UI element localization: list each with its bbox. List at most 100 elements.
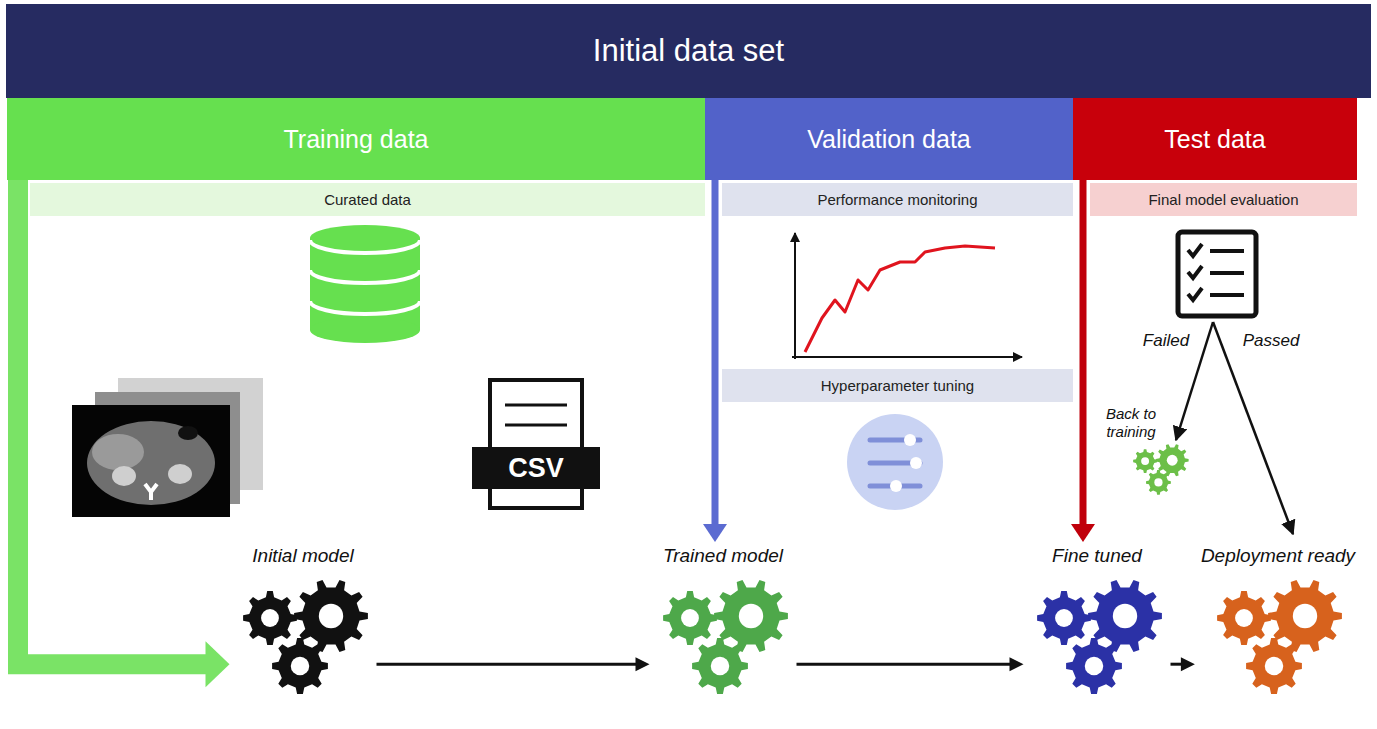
gear — [1037, 591, 1091, 645]
gear-hole — [1293, 604, 1317, 628]
gear-icon — [656, 578, 791, 698]
checklist-icon — [1178, 232, 1256, 316]
gear-hole — [1141, 457, 1149, 465]
outcome-label: Passed — [1243, 331, 1300, 351]
gear-hole — [318, 604, 342, 628]
arrow-head — [1010, 657, 1024, 671]
gear-teeth — [714, 580, 788, 652]
slider-knob — [910, 457, 922, 469]
document-line — [505, 404, 567, 407]
connector-line — [1080, 180, 1087, 525]
gear-hole — [681, 609, 699, 627]
gear — [1146, 470, 1171, 495]
model-label: Fine tuned — [1052, 545, 1142, 568]
gear-hole — [710, 657, 728, 675]
connector-arrow — [18, 180, 230, 687]
arrow-head — [703, 524, 727, 542]
check-mark — [1188, 288, 1202, 300]
chart-axis — [794, 233, 796, 359]
gear — [272, 638, 328, 694]
gear-teeth — [663, 591, 717, 645]
checklist-frame — [1178, 232, 1256, 316]
file-type-label: CSV — [508, 453, 564, 484]
connector-line — [797, 663, 1011, 666]
band-label: Curated data — [324, 191, 411, 209]
model-gears: Trained model — [653, 545, 794, 698]
split-header: Validation data — [705, 98, 1073, 180]
gear-hole — [1084, 657, 1102, 675]
checklist-line — [1210, 293, 1244, 297]
gear — [1156, 444, 1189, 476]
database-divider — [310, 301, 420, 314]
ct-organ — [112, 466, 136, 486]
gear-teeth — [294, 580, 368, 652]
ct-body — [87, 421, 215, 505]
gear — [1269, 580, 1343, 652]
checklist-line — [1210, 249, 1244, 253]
dataset-band: Initial data set — [6, 4, 1371, 98]
gear — [294, 580, 368, 652]
gear-icon — [1210, 578, 1345, 698]
gear-icon — [236, 578, 371, 698]
band-label: Training data — [284, 124, 429, 154]
gear-teeth — [243, 591, 297, 645]
sliders-icon — [847, 414, 943, 510]
connector-arrow — [703, 180, 727, 542]
gear-hole — [1055, 609, 1073, 627]
gear-teeth — [1269, 580, 1343, 652]
gear — [1218, 591, 1272, 645]
slider-knob — [904, 434, 916, 446]
database-bottom — [310, 317, 420, 343]
database-icon — [310, 225, 420, 343]
band-label: Initial data set — [593, 32, 784, 69]
gear — [663, 591, 717, 645]
connector-line — [377, 663, 637, 666]
checklist-line — [1210, 271, 1244, 275]
chart-curve — [805, 246, 995, 352]
connector-line — [1171, 663, 1182, 666]
model-label: Trained model — [663, 545, 783, 568]
database-rim — [310, 240, 420, 253]
arrow-head — [1071, 524, 1095, 542]
band-label: Performance monitoring — [817, 191, 977, 209]
performance-chart — [792, 233, 1022, 359]
retrain-gears: Back to training — [1095, 405, 1190, 497]
model-gears: Fine tuned — [1027, 545, 1168, 698]
connector-arrow — [797, 657, 1024, 671]
passed-arrow — [1213, 322, 1293, 534]
document-band — [472, 447, 600, 489]
band-label: Final model evaluation — [1148, 191, 1298, 209]
ct-slice — [72, 405, 230, 517]
ct-image-stack — [72, 378, 263, 517]
csv-file-icon — [472, 380, 600, 508]
gear-hole — [738, 604, 762, 628]
gear-teeth — [1146, 470, 1171, 495]
split-header: Training data — [7, 98, 705, 180]
gear-teeth — [1218, 591, 1272, 645]
arrow-head — [1181, 657, 1195, 671]
connector-arrow — [377, 657, 650, 671]
slider-knob — [890, 480, 902, 492]
model-gears: Deployment ready — [1198, 545, 1358, 698]
database-divider — [310, 270, 420, 283]
role-strip: Curated data — [30, 183, 705, 216]
role-strip: Final model evaluation — [1090, 183, 1357, 216]
model-label: Deployment ready — [1201, 545, 1355, 568]
gear-icon — [1030, 578, 1165, 698]
outcome-label: Failed — [1143, 331, 1189, 351]
split-header: Test data — [1073, 98, 1357, 180]
check-mark — [1188, 244, 1202, 256]
gear-hole — [1112, 604, 1136, 628]
gear-hole — [1265, 657, 1283, 675]
ct-organ — [92, 434, 144, 470]
gear-teeth — [1247, 638, 1303, 694]
ct-spine — [145, 484, 157, 500]
gear-hole — [1154, 478, 1162, 486]
gear-teeth — [1037, 591, 1091, 645]
chart-axis — [792, 356, 1022, 358]
gear-teeth — [1156, 444, 1189, 476]
gear — [1088, 580, 1162, 652]
gear — [1247, 638, 1303, 694]
gear — [1133, 449, 1157, 473]
